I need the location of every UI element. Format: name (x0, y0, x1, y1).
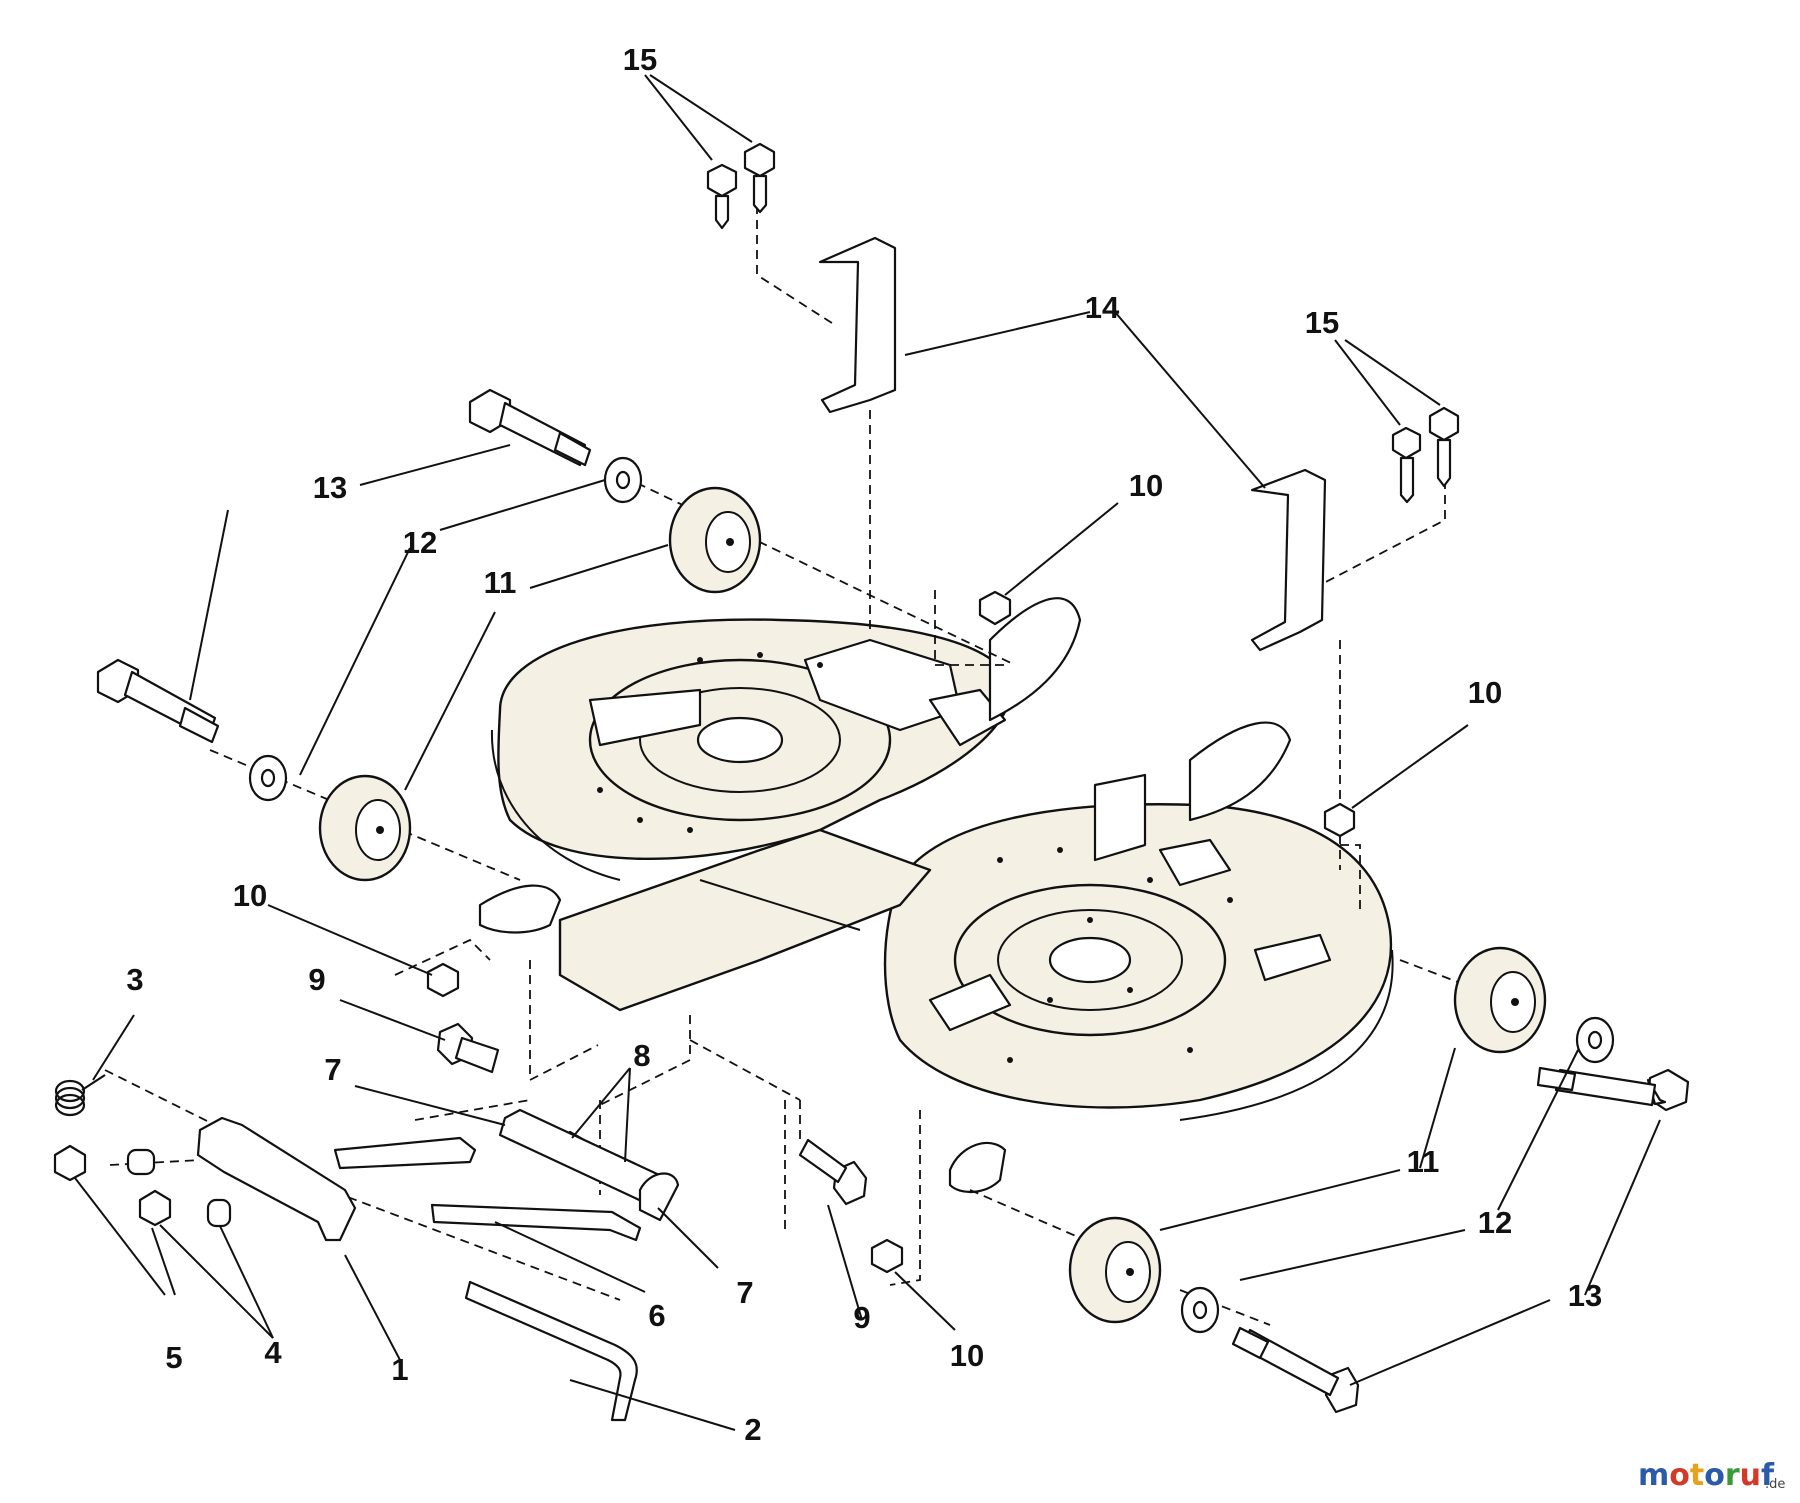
spacer-4-a (126, 1148, 156, 1176)
callout-2: 2 (744, 1412, 761, 1447)
bolt-15-top-left (706, 163, 738, 230)
bolt-15-right-b (1428, 406, 1460, 488)
washer-12-right-hole (1587, 1030, 1603, 1050)
link-rod-7-upper (333, 1136, 477, 1170)
callout-7: 7 (736, 1275, 753, 1310)
nut-10-left (426, 962, 460, 998)
bracket-14-right (1250, 468, 1327, 652)
callout-10: 10 (1468, 675, 1502, 710)
bolt-13-upper-left (468, 388, 592, 467)
callout-12: 12 (1478, 1205, 1512, 1240)
watermark-brand: motoruf (1638, 1458, 1775, 1493)
callout-11: 11 (484, 565, 517, 600)
wheel-11-bottom (1068, 1216, 1162, 1324)
callout-7: 7 (324, 1052, 341, 1087)
wheel-11-right (1453, 946, 1547, 1054)
watermark-letter: u (1740, 1458, 1761, 1493)
svg-text:motoruf: motoruf (1638, 1458, 1775, 1493)
callout-13: 13 (313, 470, 347, 505)
callout-10: 10 (950, 1338, 984, 1373)
callout-9: 9 (308, 962, 325, 997)
watermark-letter: r (1725, 1458, 1740, 1493)
callout-10: 10 (233, 878, 267, 913)
watermark-logo: motoruf .de (1638, 1458, 1785, 1493)
bolt-9-left (436, 1022, 500, 1074)
bolt-9-right (798, 1138, 868, 1206)
watermark-suffix: .de (1765, 1477, 1785, 1492)
watermark-letter: f (1761, 1458, 1775, 1493)
leader-lines (74, 74, 1661, 1431)
callout-11: 11 (1407, 1144, 1440, 1179)
nut-5-b (138, 1189, 172, 1227)
bracket-14-left (818, 236, 897, 414)
deck-holes (597, 652, 1233, 1063)
callout-3: 3 (126, 962, 143, 997)
bolt-13-lower-left (96, 658, 220, 744)
link-rod-6 (430, 1203, 642, 1242)
nut-10-right (1323, 802, 1356, 838)
lift-bracket-1 (196, 1116, 357, 1242)
nut-5-a (53, 1144, 87, 1182)
watermark-letter: o (1704, 1458, 1725, 1493)
hardware-parts (53, 142, 1690, 1422)
callout-9: 9 (853, 1300, 870, 1335)
bolt-13-bottom (1231, 1326, 1360, 1414)
callout-15: 15 (623, 42, 657, 77)
bolt-13-right (1536, 1066, 1690, 1112)
callout-1: 1 (391, 1352, 408, 1387)
callout-labels: 15 15 14 13 12 11 10 10 10 10 3 9 9 8 7 … (126, 42, 1602, 1447)
washer-12-upper-hole (615, 470, 631, 490)
callout-6: 6 (648, 1298, 665, 1333)
mower-deck (478, 597, 1394, 1193)
link-7-pivot (638, 1172, 680, 1222)
callout-8: 8 (633, 1038, 650, 1073)
callout-15: 15 (1305, 305, 1339, 340)
washer-12-lower-hole (260, 768, 276, 788)
callout-13: 13 (1568, 1278, 1602, 1313)
wheel-11-left (318, 774, 412, 882)
nut-10-upper (978, 590, 1012, 626)
callout-10: 10 (1129, 468, 1163, 503)
callout-4: 4 (264, 1335, 282, 1370)
washer-12-bottom-hole (1192, 1300, 1208, 1320)
bolt-15-top-right (743, 142, 776, 214)
callout-5: 5 (165, 1340, 182, 1375)
watermark-letter: o (1669, 1458, 1690, 1493)
bolt-15-right-a (1391, 426, 1422, 504)
callout-12: 12 (403, 525, 437, 560)
nut-10-bottom (870, 1238, 904, 1274)
spring-3 (54, 1074, 106, 1117)
spacer-4-b (206, 1198, 232, 1228)
watermark-letter: m (1638, 1458, 1669, 1493)
wheel-11-upper (668, 486, 762, 594)
lift-rod-2 (464, 1280, 638, 1422)
watermark-letter: t (1690, 1458, 1704, 1493)
callout-14: 14 (1085, 290, 1120, 325)
